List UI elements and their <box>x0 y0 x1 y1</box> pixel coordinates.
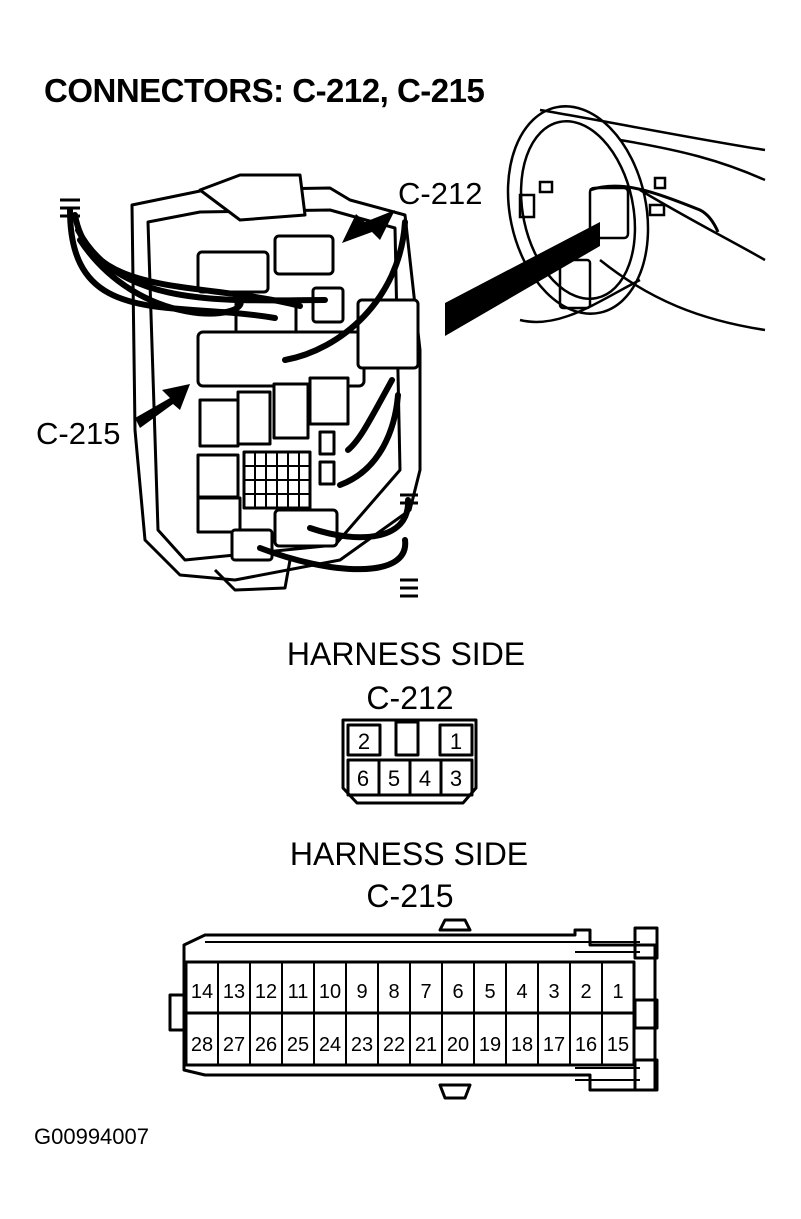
c212-pin-3: 3 <box>450 766 462 791</box>
figure-code: G00994007 <box>34 1124 149 1149</box>
c212-pin-5: 5 <box>388 766 400 791</box>
c215-pin-1: 1 <box>612 981 623 1003</box>
c215-name: C-215 <box>366 878 454 914</box>
c215-pin-15: 15 <box>607 1034 629 1056</box>
c215-pin-21: 21 <box>415 1034 437 1056</box>
c215-heading: HARNESS SIDE <box>289 836 529 872</box>
c212-pin-4: 4 <box>419 766 431 791</box>
c215-pin-5: 5 <box>484 981 495 1003</box>
c215-pin-14: 14 <box>191 981 213 1003</box>
c212-name: C-212 <box>366 680 454 716</box>
c215-pin-12: 12 <box>255 981 277 1003</box>
c212-pin-1: 1 <box>450 729 462 754</box>
c215-pin-8: 8 <box>388 981 399 1003</box>
c215-pin-22: 22 <box>383 1034 405 1056</box>
c215-pin-28: 28 <box>191 1034 213 1056</box>
c215-pin-17: 17 <box>543 1034 565 1056</box>
c215-pin-6: 6 <box>452 981 463 1003</box>
c215-pin-25: 25 <box>287 1034 309 1056</box>
c215-pin-10: 10 <box>319 981 341 1003</box>
c215-pin-11: 11 <box>288 981 309 1003</box>
c215-pin-23: 23 <box>351 1034 373 1056</box>
c215-pin-9: 9 <box>356 981 367 1003</box>
c212-pin-2: 2 <box>358 729 370 754</box>
c215-pin-27: 27 <box>223 1034 245 1056</box>
c215-pin-2: 2 <box>580 981 591 1003</box>
c215-callout-label: C-215 <box>36 416 121 451</box>
c215-pin-16: 16 <box>575 1034 597 1056</box>
c212-callout-label: C-212 <box>398 176 483 211</box>
c215-pin-4: 4 <box>516 981 527 1003</box>
c215-pin-26: 26 <box>255 1034 277 1056</box>
page-title: CONNECTORS: C-212, C-215 <box>44 72 485 109</box>
c215-pin-7: 7 <box>420 981 431 1003</box>
c212-heading: HARNESS SIDE <box>286 636 526 672</box>
c215-pin-20: 20 <box>447 1034 469 1056</box>
c215-pin-13: 13 <box>223 981 245 1003</box>
c215-pin-18: 18 <box>511 1034 533 1056</box>
c215-pin-19: 19 <box>479 1034 501 1056</box>
c215-pin-3: 3 <box>548 981 559 1003</box>
c212-pin-6: 6 <box>357 766 369 791</box>
c215-pin-24: 24 <box>319 1034 341 1056</box>
